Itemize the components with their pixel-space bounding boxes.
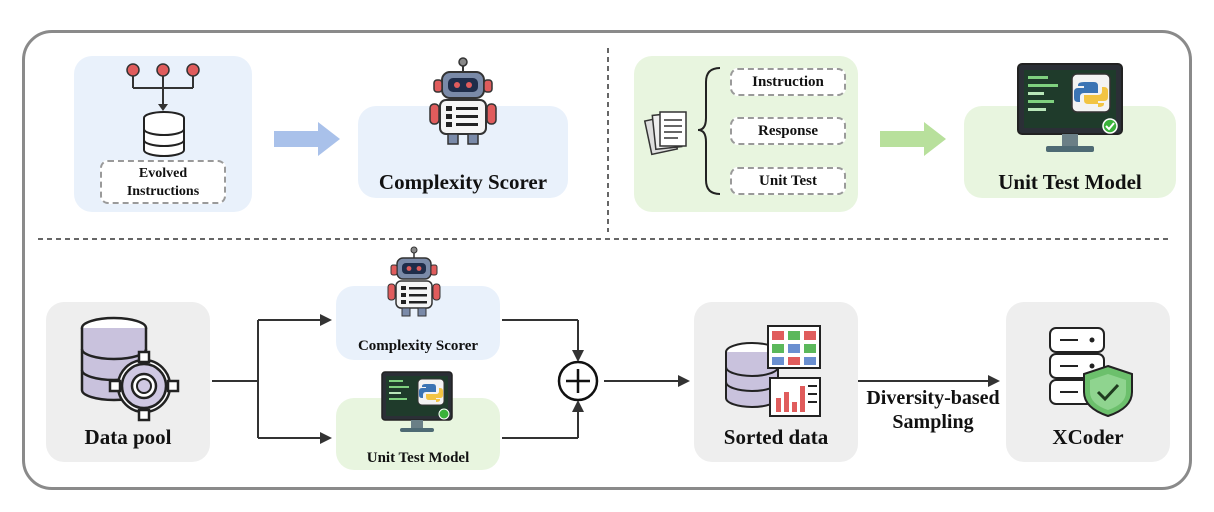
document-stack-icon xyxy=(643,111,687,156)
response-box: Response xyxy=(730,117,846,145)
unit-test-model-title: Unit Test Model xyxy=(998,170,1142,194)
robot-icon xyxy=(429,57,497,145)
bottom-unit-test-title: Unit Test Model xyxy=(366,450,470,466)
database-gear-icon xyxy=(80,316,180,422)
sampling-line-2: Sampling xyxy=(892,411,974,433)
green-arrow-icon xyxy=(880,122,946,156)
sampling-label: Diversity-based Sampling xyxy=(852,386,1014,434)
xcoder-title: XCoder xyxy=(1052,425,1124,449)
evolved-tree-icon xyxy=(126,63,200,111)
instruction-box: Instruction xyxy=(730,68,846,96)
bottom-scorer-title: Complexity Scorer xyxy=(357,338,479,354)
small-monitor-icon xyxy=(381,371,453,432)
sorted-data-title: Sorted data xyxy=(723,425,829,449)
small-robot-icon xyxy=(387,246,441,317)
sampling-line-1: Diversity-based xyxy=(866,387,1000,409)
evolved-line-1: Evolved xyxy=(138,166,188,181)
monitor-python-icon xyxy=(1017,63,1123,152)
evolved-instructions-box: Evolved Instructions xyxy=(100,160,226,204)
database-shield-icon xyxy=(1049,327,1133,418)
database-icon xyxy=(143,111,185,157)
evolved-line-2: Instructions xyxy=(126,184,200,199)
unit-test-box: Unit Test xyxy=(730,167,846,195)
data-pool-title: Data pool xyxy=(84,425,172,449)
outer-frame xyxy=(22,30,1192,490)
sorted-data-icon xyxy=(725,325,821,417)
complexity-scorer-title: Complexity Scorer xyxy=(378,170,548,194)
blue-arrow-icon xyxy=(274,122,340,156)
brace-icon xyxy=(697,67,721,195)
